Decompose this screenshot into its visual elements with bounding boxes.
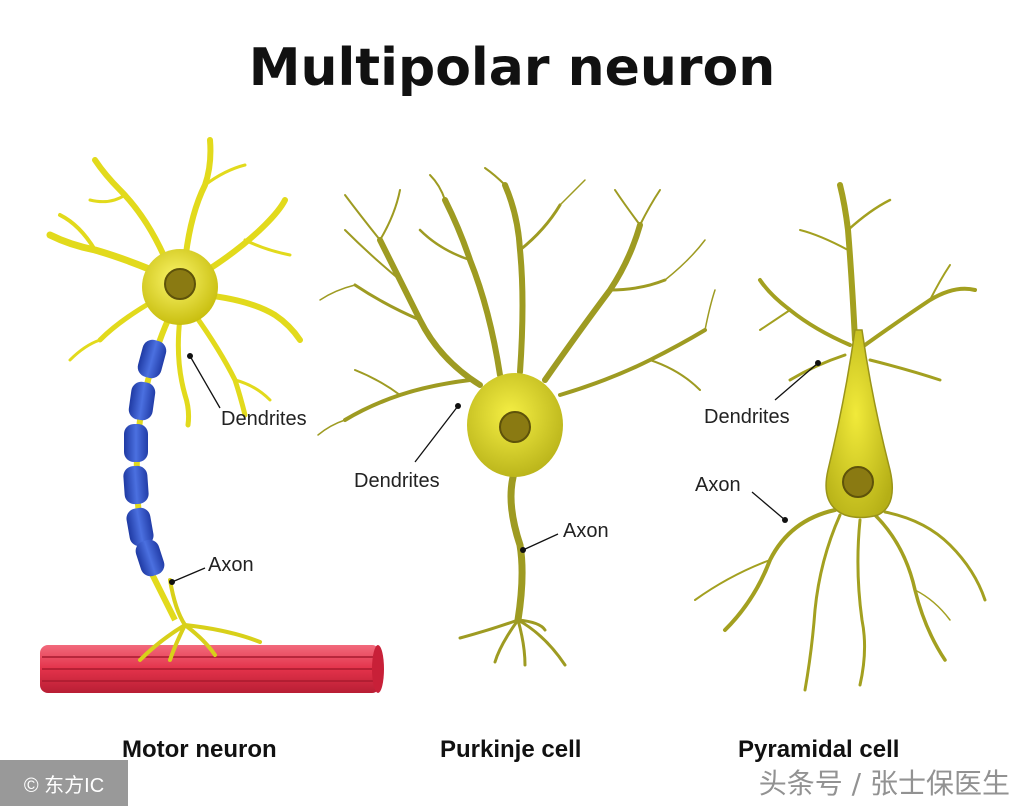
- motor-axon-leader-dot: [169, 579, 175, 585]
- purkinje-axon-leader-dot: [520, 547, 526, 553]
- watermark-right: 头条号 / 张士保医生: [758, 767, 1010, 800]
- purkinje-dendrites: [317, 167, 716, 436]
- purkinje-nucleus: [499, 411, 531, 443]
- muscle-fiber: [40, 645, 384, 693]
- purkinje-dendrites-label: Dendrites: [354, 470, 440, 492]
- purkinje-axon-label: Axon: [563, 520, 609, 542]
- purkinje-cell: [317, 167, 716, 667]
- pyramidal-dendrites-leader-dot: [815, 360, 821, 366]
- motor-dendrites-leader: [189, 355, 221, 409]
- watermark-left: © 东方IC: [0, 760, 128, 806]
- purkinje-axon: [458, 466, 567, 667]
- diagram-title: Multipolar neuron: [248, 38, 776, 98]
- pyramidal-cell: [694, 182, 987, 692]
- purkinje-dendrites-leader: [414, 405, 459, 463]
- motor-dendrites-label: Dendrites: [221, 408, 307, 430]
- pyramidal-axon-leader: [751, 491, 786, 521]
- pyramidal-cell-caption: Pyramidal cell: [738, 736, 900, 763]
- pyramidal-soma: [825, 329, 893, 519]
- pyramidal-basal-dendrites: [694, 508, 987, 692]
- motor-axon-terminals: [138, 578, 262, 662]
- motor-axon-leader: [171, 567, 206, 583]
- motor-dendrites-leader-dot: [187, 353, 193, 359]
- purkinje-dendrites-leader-dot: [455, 403, 461, 409]
- pyramidal-axon-label: Axon: [695, 474, 741, 496]
- motor-neuron: [40, 137, 384, 693]
- motor-neuron-caption: Motor neuron: [122, 736, 277, 763]
- pyramidal-dendrites-leader: [774, 362, 819, 401]
- purkinje-cell-caption: Purkinje cell: [440, 736, 582, 763]
- pyramidal-nucleus: [842, 466, 874, 498]
- pyramidal-axon-leader-dot: [782, 517, 788, 523]
- motor-nucleus: [164, 268, 196, 300]
- pyramidal-dendrites: [758, 182, 977, 382]
- pyramidal-dendrites-label: Dendrites: [704, 406, 790, 428]
- motor-axon: [123, 318, 178, 622]
- motor-axon-label: Axon: [208, 554, 254, 576]
- purkinje-axon-leader: [522, 533, 559, 551]
